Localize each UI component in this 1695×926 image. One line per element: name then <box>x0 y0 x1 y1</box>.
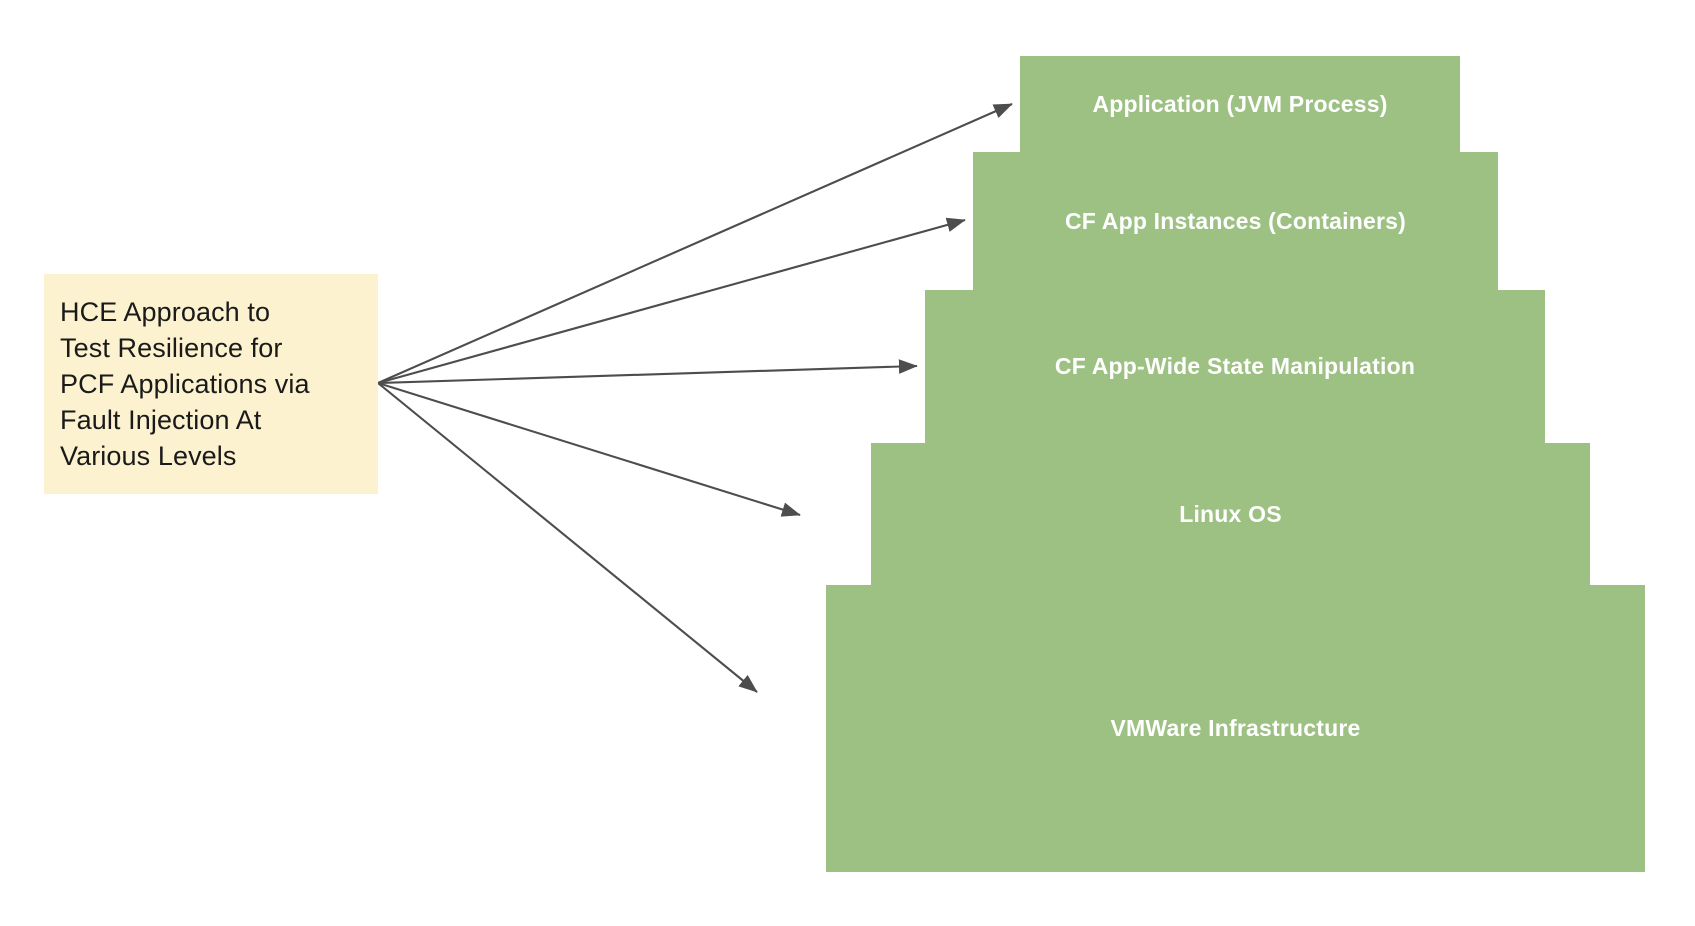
arrow-to-cf-app-wide-state <box>377 359 918 385</box>
layer-box-vmware-infrastructure[interactable]: VMWare Infrastructure <box>826 585 1645 872</box>
layer-box-cf-app-instances[interactable]: CF App Instances (Containers) <box>973 152 1498 290</box>
source-note-text: HCE Approach to Test Resilience for PCF … <box>60 297 310 471</box>
layer-box-cf-app-wide-state[interactable]: CF App-Wide State Manipulation <box>925 290 1545 443</box>
layer-box-linux-os[interactable]: Linux OS <box>871 443 1590 585</box>
layer-label: Application (JVM Process) <box>1092 90 1388 117</box>
arrow-to-linux-os <box>377 381 801 517</box>
layer-label: CF App Instances (Containers) <box>1064 207 1407 234</box>
layer-label: Linux OS <box>1179 500 1282 527</box>
source-note-box[interactable]: HCE Approach to Test Resilience for PCF … <box>44 274 378 494</box>
layer-label: VMWare Infrastructure <box>1110 715 1361 741</box>
arrow-to-application <box>377 103 1013 384</box>
arrow-to-cf-app-instances <box>377 217 966 385</box>
layer-label: CF App-Wide State Manipulation <box>1054 353 1416 379</box>
layer-box-application[interactable]: Application (JVM Process) <box>1020 56 1460 152</box>
arrow-to-vmware-infrastructure <box>377 382 758 693</box>
